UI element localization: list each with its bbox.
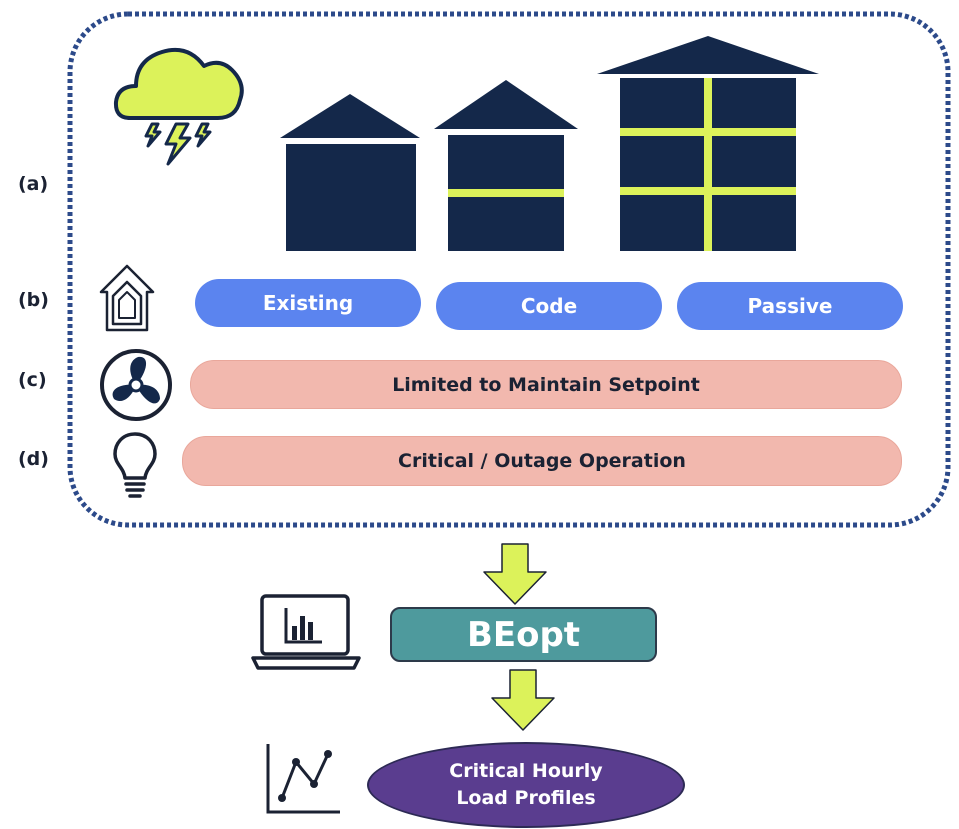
row-label-b: (b) xyxy=(18,289,49,311)
load-profiles-output: Critical Hourly Load Profiles xyxy=(367,742,685,828)
load-profiles-line1: Critical Hourly xyxy=(449,760,603,782)
line-graph-icon xyxy=(266,744,340,814)
row-label-a: (a) xyxy=(18,173,49,195)
beopt-tool-box: BEopt xyxy=(390,607,657,662)
laptop-chart-icon xyxy=(251,594,361,670)
code-house-icon xyxy=(434,80,578,251)
fan-icon xyxy=(100,349,172,421)
load-profiles-line2: Load Profiles xyxy=(456,787,596,809)
lightbulb-icon xyxy=(113,432,157,498)
passive-house-icon xyxy=(597,36,819,251)
existing-house-icon xyxy=(280,94,420,251)
envelope-passive-pill: Passive xyxy=(677,282,903,330)
arrow-down-icon xyxy=(491,669,555,731)
row-label-d: (d) xyxy=(18,448,49,470)
house-outline-icon xyxy=(99,264,155,332)
buildings-illustration xyxy=(280,36,819,251)
loads-strategy-pill: Critical / Outage Operation xyxy=(182,436,902,486)
row-label-c: (c) xyxy=(18,369,47,391)
envelope-existing-pill: Existing xyxy=(195,279,421,327)
storm-cloud-icon xyxy=(113,47,244,166)
envelope-code-pill: Code xyxy=(436,282,662,330)
arrow-down-icon xyxy=(483,543,547,605)
hvac-strategy-pill: Limited to Maintain Setpoint xyxy=(190,360,902,409)
